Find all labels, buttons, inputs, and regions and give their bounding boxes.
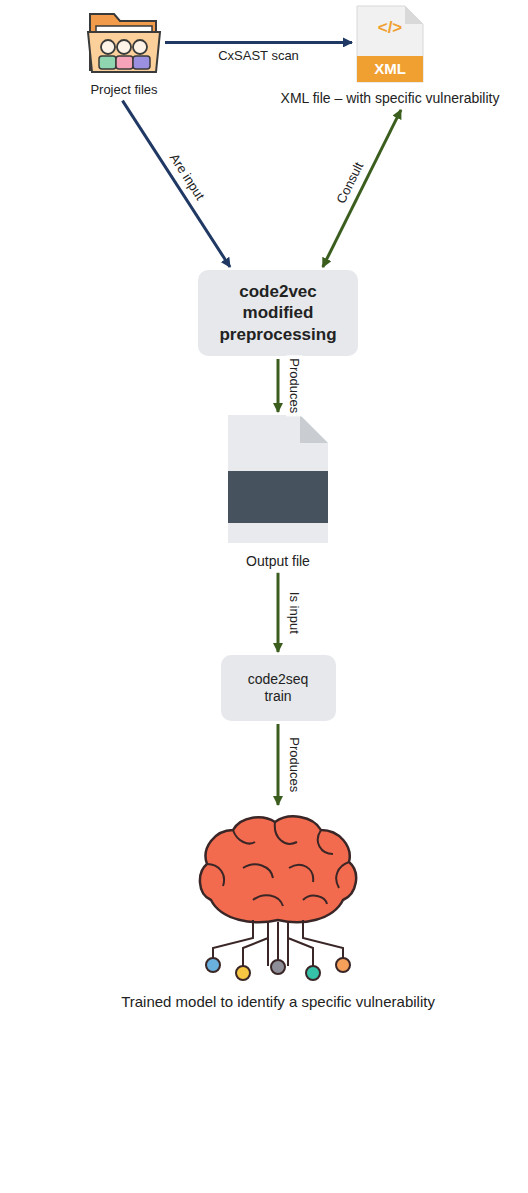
document-icon: Output file [228, 415, 328, 543]
edge-label: Consult [332, 157, 368, 209]
connector-arrow [277, 724, 280, 805]
icon-text: </> [378, 18, 403, 38]
document-icon-drawing [228, 415, 328, 543]
icon-text: XML [374, 60, 406, 78]
edge-label: CxSAST scan [215, 48, 302, 64]
edge-label: Is input [286, 588, 302, 636]
xml-file-icon: </>XMLXML file – with specific vulnerabi… [355, 4, 425, 84]
connector-arrow [277, 573, 280, 652]
box-label: code2seq train [238, 671, 318, 706]
edge-label: Produces [286, 355, 302, 416]
icon-caption: Trained model to identify a specific vul… [121, 993, 435, 1011]
process-box: code2seq train [221, 655, 336, 721]
icon-caption: Project files [90, 82, 157, 98]
folder-icon: Project files [86, 6, 162, 76]
icon-caption: Output file [246, 553, 310, 570]
brain-icon: Trained model to identify a specific vul… [193, 808, 363, 983]
process-box: code2vec modified preprocessing [198, 270, 358, 356]
connector-arrow [277, 359, 280, 412]
brain-icon-drawing [193, 808, 363, 983]
folder-icon-drawing [86, 6, 162, 76]
icon-caption: XML file – with specific vulnerability [281, 90, 500, 107]
connector-arrow [165, 41, 352, 44]
connector-arrow [122, 101, 230, 267]
connector-arrow [323, 110, 401, 267]
edge-label: Produces [286, 734, 302, 795]
box-label: code2vec modified preprocessing [212, 281, 344, 345]
